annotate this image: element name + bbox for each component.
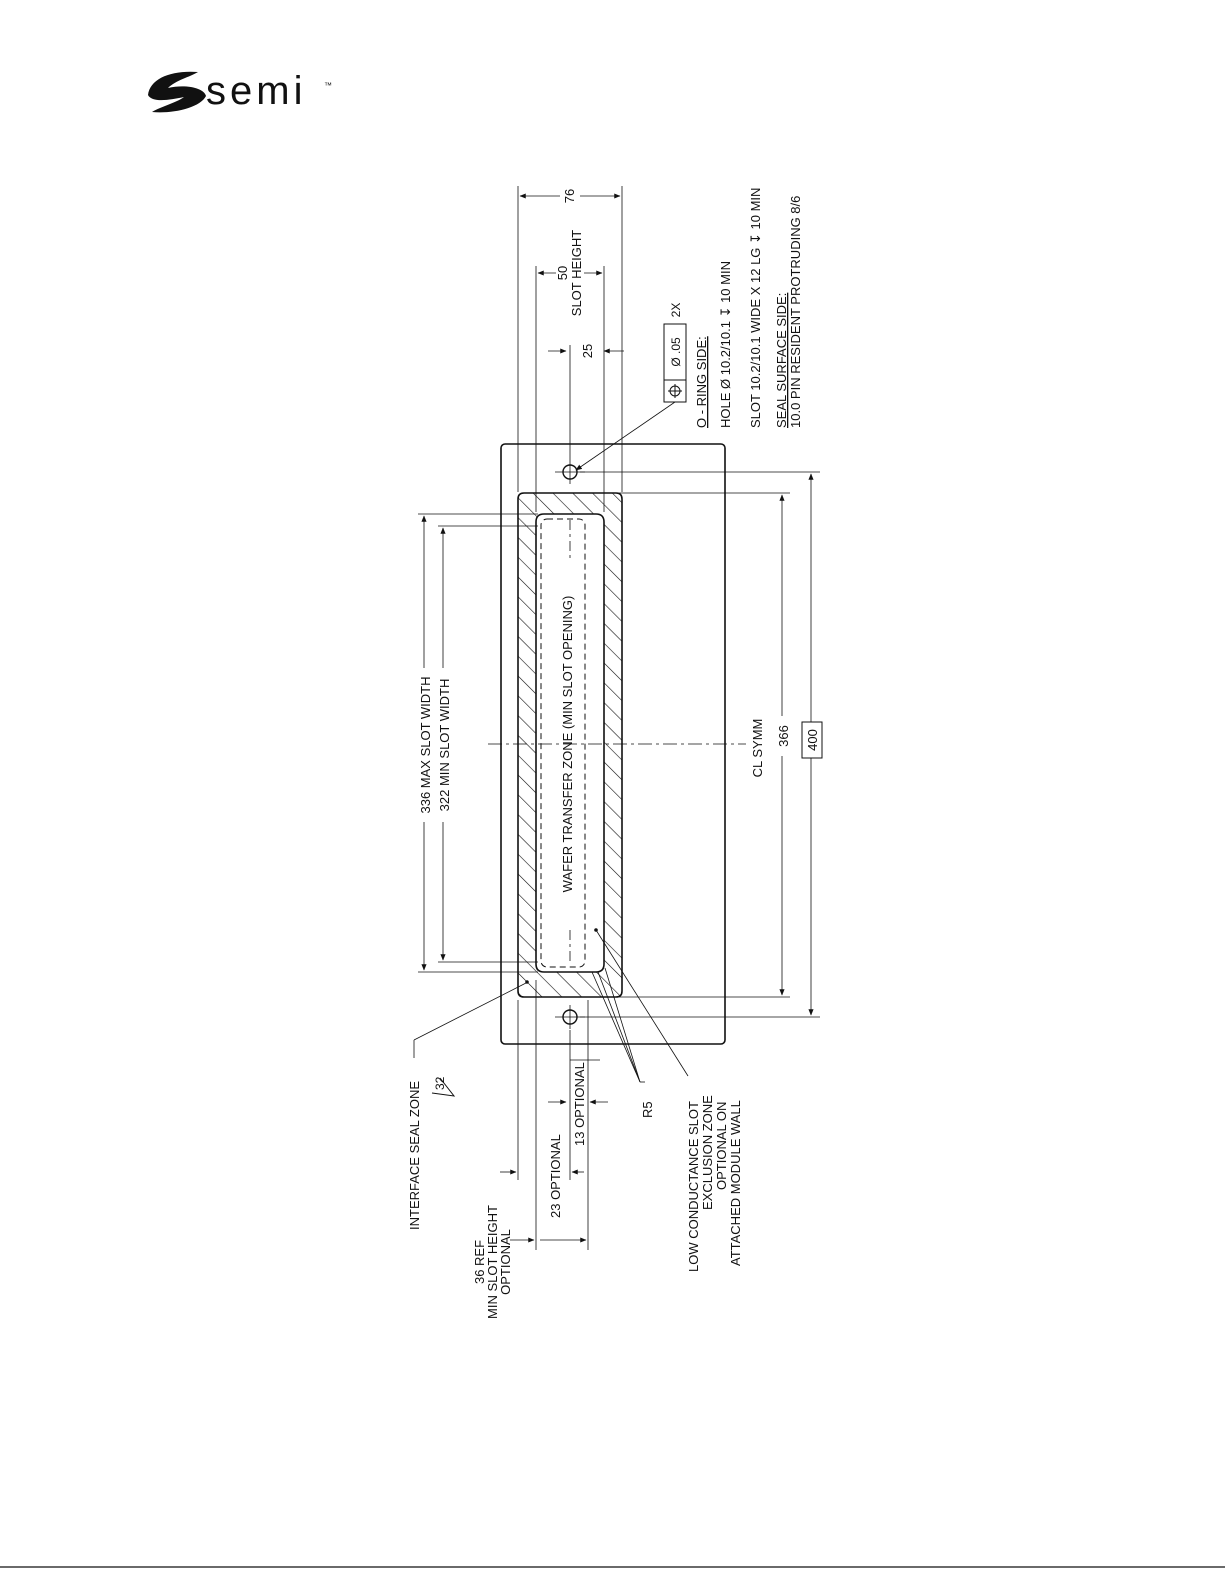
slot-height-label: SLOT HEIGHT [569,230,584,317]
dim-50-label: 50 [555,266,570,280]
logo-trademark: ™ [324,81,332,90]
lc-line-1: LOW CONDUCTANCE SLOT [686,1101,701,1272]
lc-line-3: OPTIONAL ON [714,1102,729,1190]
wafer-transfer-zone-label: WAFER TRANSFER ZONE (MIN SLOT OPENING) [560,596,575,893]
hole-spec-label: HOLE Ø 10.2/10.1 ↧ 10 MIN [718,261,733,428]
r5-callout: R5 [591,967,655,1118]
pin-spec-label: 10.0 PIN RESIDENT PROTRUDING 8/6 [788,196,803,428]
dim-366: 366 CL SYMM [608,492,791,998]
interface-seal-zone-label: INTERFACE SEAL ZONE [407,1081,422,1230]
dim-25-label: 25 [580,344,595,358]
logo-wordmark: semi [206,69,306,113]
interface-seal-zone-callout: INTERFACE SEAL ZONE 32 [407,980,529,1230]
optional-13-label: 13 OPTIONAL [572,1062,587,1146]
lc-line-4: ATTACHED MODULE WALL [728,1100,743,1266]
low-conductance-boundary [540,518,586,968]
dim-25: 25 [548,344,624,460]
semi-logo: semi ™ [148,69,332,113]
min-slot-height-label: MIN SLOT HEIGHT [485,1205,500,1319]
oring-side-label: O - RING SIDE: [694,336,709,428]
tolerance-diameter-label: Ø .05 [669,337,683,367]
seal-surface-side-label: SEAL SURFACE SIDE: [774,293,789,428]
dim-400-label: 400 [805,729,820,751]
logo-swoosh-icon [148,71,206,113]
low-conductance-callout: LOW CONDUCTANCE SLOT EXCLUSION ZONE OPTI… [594,928,743,1272]
min-slot-width-label: 322 MIN SLOT WIDTH [437,679,452,812]
optional-23-label: 23 OPTIONAL [548,1134,563,1218]
ref-36-label: 36 REF [472,1240,487,1284]
dim-76: 76 [517,186,623,492]
basic-dim-box [801,721,823,759]
max-slot-width-label: 336 MAX SLOT WIDTH [418,676,433,813]
tolerance-count-label: 2X [669,303,683,318]
dim-76-label: 76 [562,189,577,203]
optional-label: OPTIONAL [498,1229,513,1295]
surface-finish-value: 32 [433,1076,447,1090]
dim-36-ref: 36 REF MIN SLOT HEIGHT OPTIONAL [472,980,587,1319]
dim-50-slot-height: 50 SLOT HEIGHT [535,230,605,512]
lc-line-2: EXCLUSION ZONE [700,1095,715,1210]
position-tolerance-frame: Ø .05 2X [575,303,687,471]
dim-336-max-slot-width: 336 MAX SLOT WIDTH [418,513,538,973]
dim-23-optional: 23 OPTIONAL [500,1000,584,1218]
hole-notes: O - RING SIDE: HOLE Ø 10.2/10.1 ↧ 10 MIN… [694,188,803,428]
cl-symm-label: CL SYMM [750,719,765,778]
dim-366-label: 366 [776,725,791,747]
surface-finish-symbol-icon [431,1077,456,1097]
slot-spec-label: SLOT 10.2/10.1 WIDE X 12 LG ↧ 10 MIN [748,188,763,428]
r5-label: R5 [640,1101,655,1118]
dim-322-min-slot-width: 322 MIN SLOT WIDTH [437,525,538,963]
dim-13-optional: 13 OPTIONAL [548,1000,608,1250]
